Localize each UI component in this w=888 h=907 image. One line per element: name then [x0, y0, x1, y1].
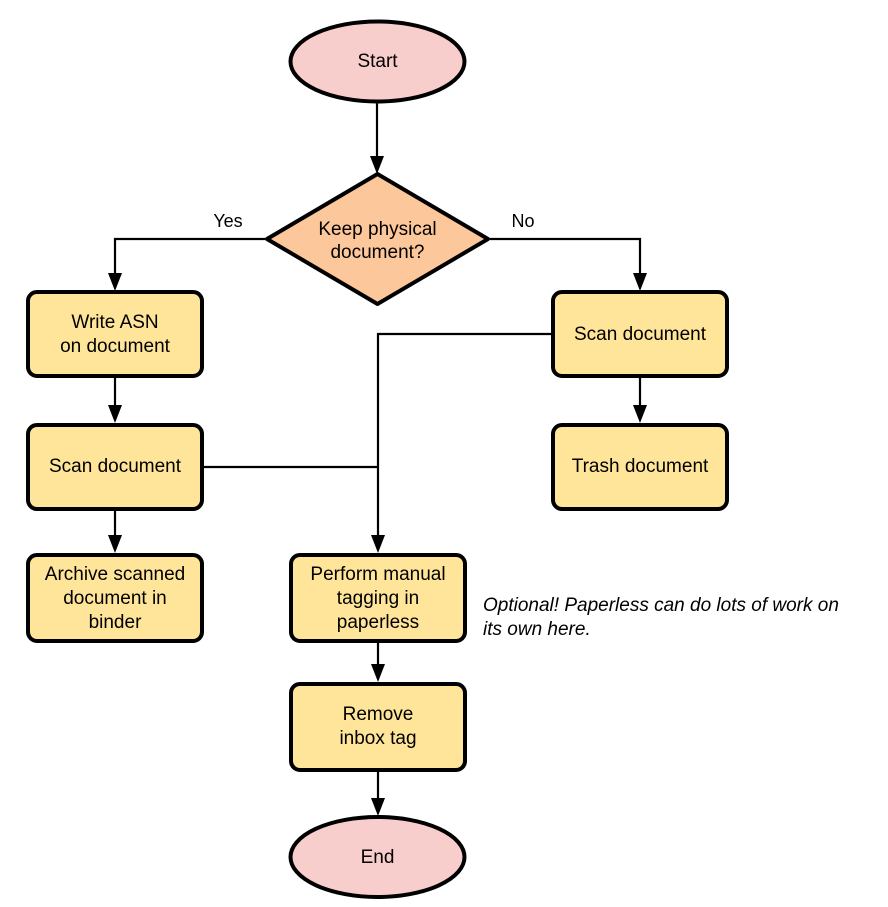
remove-inbox-tag-box	[289, 682, 467, 772]
node-perform-manual-tagging[interactable]: Perform manual tagging in paperless	[289, 553, 467, 643]
node-write-asn[interactable]: Write ASN on document	[26, 290, 204, 378]
decision-label-line1: Keep physical	[318, 219, 436, 240]
scan-document-right-box	[551, 290, 729, 378]
edge-decision-yes-to-write-asn	[108, 237, 265, 291]
node-scan-document-right[interactable]: Scan document	[551, 290, 729, 378]
edge-scan-left-to-archive	[108, 510, 122, 553]
edge-write-asn-to-scan-left	[108, 378, 122, 423]
archive-label-line3: binder	[89, 612, 142, 633]
scan-document-right-label: Scan document	[574, 324, 707, 345]
end-ellipse	[288, 815, 467, 899]
edge-label-no: No	[511, 211, 534, 231]
node-keep-physical-document[interactable]: Keep physical document?	[265, 172, 490, 306]
node-end[interactable]: End	[288, 815, 467, 899]
trash-document-label: Trash document	[572, 456, 709, 477]
scan-document-left-label: Scan document	[49, 456, 182, 477]
edge-scan-right-to-manual-tag	[371, 332, 552, 553]
edge-manual-tag-to-remove-inbox	[371, 641, 385, 682]
manual-tagging-label-line3: paperless	[337, 612, 419, 633]
node-remove-inbox-tag[interactable]: Remove inbox tag	[289, 682, 467, 772]
annotation-line1: Optional! Paperless can do lots of work …	[483, 595, 839, 616]
trash-document-box	[551, 423, 729, 511]
annotation-line2: its own here.	[483, 619, 591, 640]
node-archive-scanned-document[interactable]: Archive scanned document in binder	[26, 553, 204, 643]
scan-document-left-box	[26, 423, 204, 511]
start-label: Start	[357, 51, 398, 72]
archive-label-line1: Archive scanned	[45, 564, 185, 585]
end-label: End	[361, 847, 395, 868]
manual-tagging-label-line1: Perform manual	[310, 564, 445, 585]
edge-label-yes: Yes	[213, 211, 242, 231]
node-start[interactable]: Start	[288, 19, 467, 104]
write-asn-label-line1: Write ASN	[71, 312, 158, 333]
remove-inbox-label-line1: Remove	[343, 704, 414, 725]
manual-tagging-label-line2: tagging in	[337, 588, 419, 609]
manual-tagging-box	[289, 553, 467, 643]
edge-decision-no-to-scan-right	[490, 237, 647, 291]
archive-label-line2: document in	[63, 588, 167, 609]
node-trash-document[interactable]: Trash document	[551, 423, 729, 511]
decision-diamond	[265, 172, 490, 306]
decision-label-line2: document?	[330, 242, 424, 263]
edge-scan-right-to-trash	[633, 378, 647, 423]
annotation-optional-note: Optional! Paperless can do lots of work …	[483, 595, 839, 640]
node-scan-document-left[interactable]: Scan document	[26, 423, 204, 511]
remove-inbox-label-line2: inbox tag	[339, 728, 416, 749]
edge-start-to-decision	[370, 103, 384, 174]
edge-remove-inbox-to-end	[371, 771, 385, 816]
write-asn-label-line2: on document	[60, 336, 171, 357]
write-asn-box	[26, 290, 204, 378]
archive-box	[26, 553, 204, 643]
start-ellipse	[288, 19, 467, 104]
